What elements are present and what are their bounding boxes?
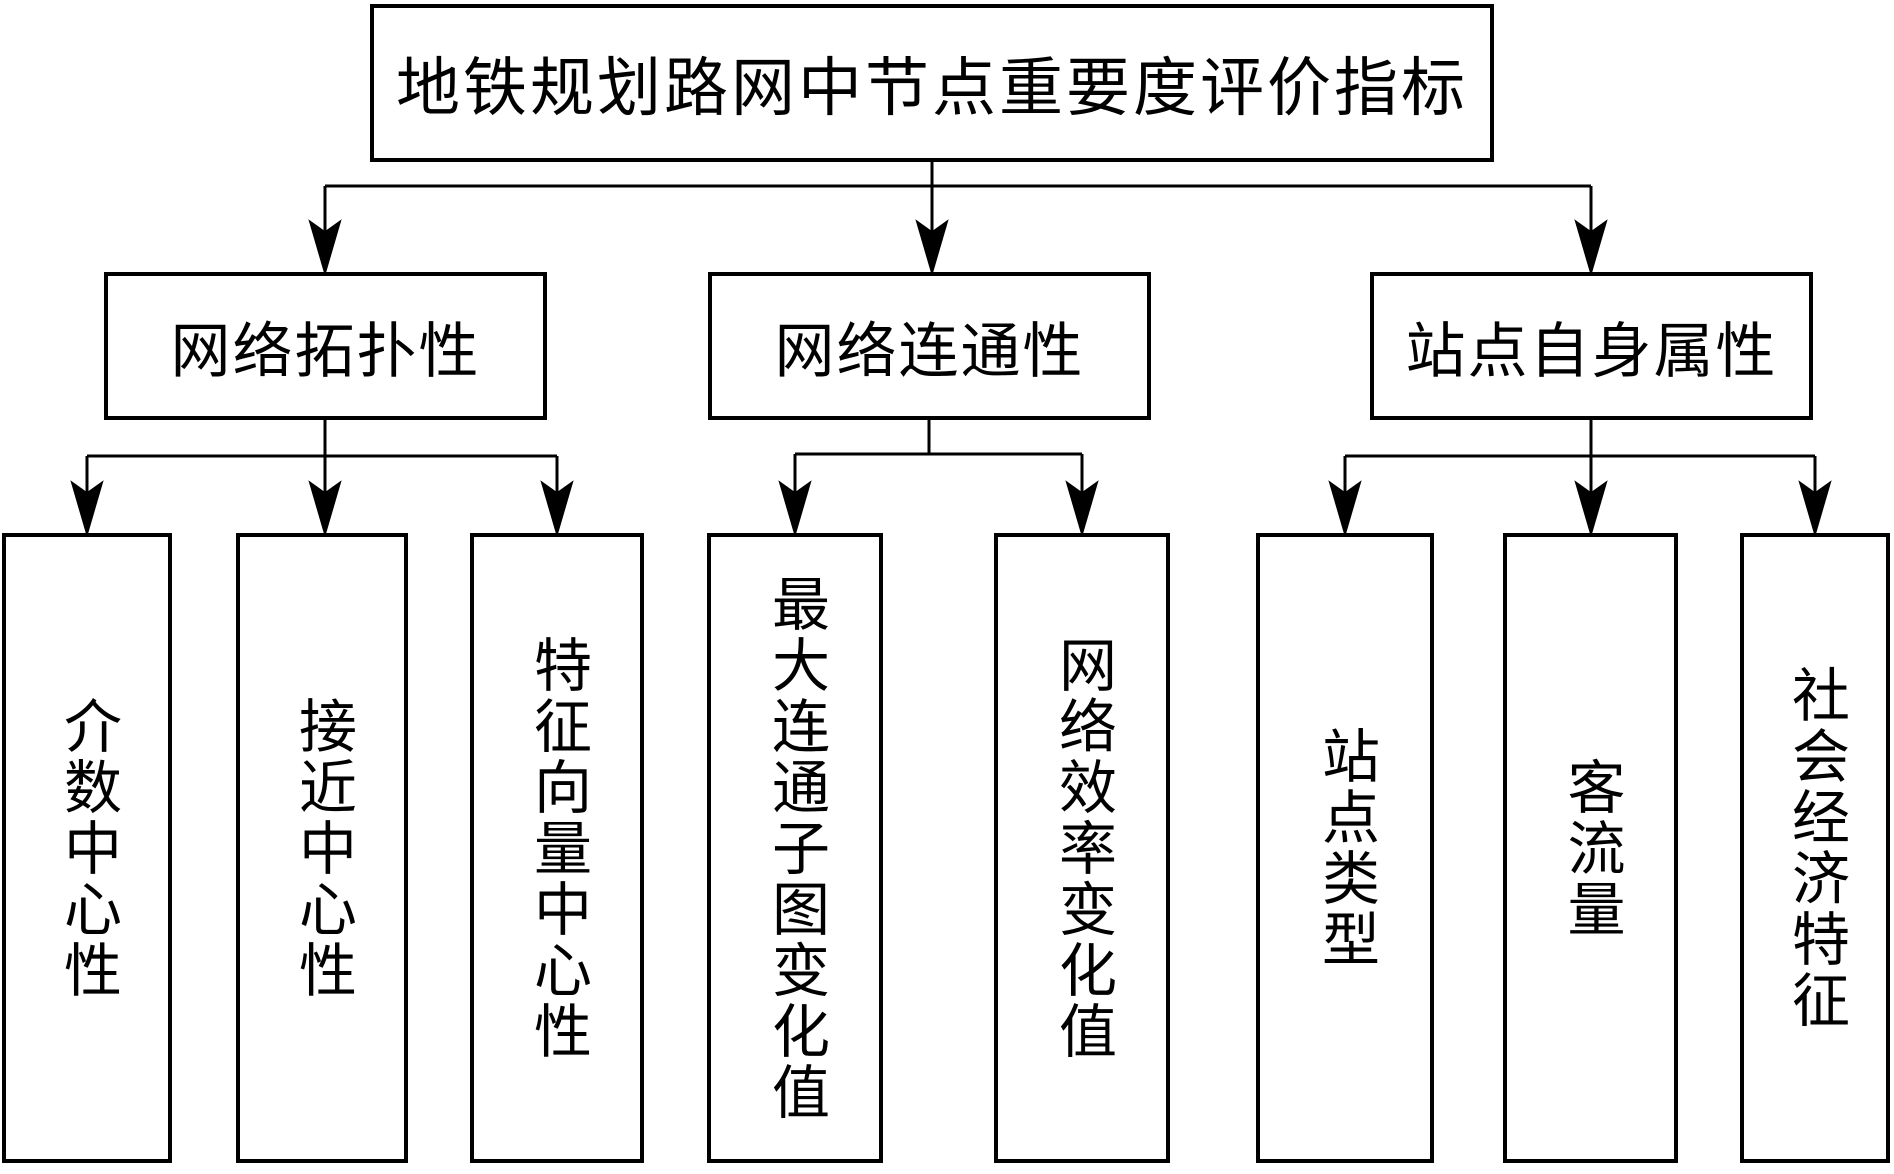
branch-node-network-topology: 网络拓扑性 bbox=[104, 272, 547, 420]
leaf-node-label: 站点类型 bbox=[1313, 726, 1378, 970]
branch-node-station-attributes: 站点自身属性 bbox=[1370, 272, 1813, 420]
branch-node-label: 网络连通性 bbox=[774, 318, 1085, 385]
leaf-node-closeness-centrality: 接近中心性 bbox=[236, 533, 408, 1163]
leaf-node-label: 最大连通子图变化值 bbox=[763, 573, 828, 1123]
root-node-label: 地铁规划路网中节点重要度评价指标 bbox=[396, 53, 1468, 124]
root-node-title: 地铁规划路网中节点重要度评价指标 bbox=[370, 4, 1494, 162]
leaf-node-station-type: 站点类型 bbox=[1256, 533, 1434, 1163]
leaf-node-eigenvector-centrality: 特征向量中心性 bbox=[470, 533, 644, 1163]
leaf-node-label: 接近中心性 bbox=[290, 695, 355, 1001]
branch-node-label: 站点自身属性 bbox=[1405, 318, 1778, 385]
leaf-node-label: 网络效率变化值 bbox=[1050, 634, 1115, 1062]
leaf-node-label: 客流量 bbox=[1558, 756, 1624, 940]
leaf-node-passenger-flow: 客流量 bbox=[1503, 533, 1678, 1163]
branch-node-network-connectivity: 网络连通性 bbox=[708, 272, 1151, 420]
leaf-node-socioeconomic-characteristics: 社会经济特征 bbox=[1740, 533, 1890, 1163]
leaf-node-network-efficiency-change: 网络效率变化值 bbox=[994, 533, 1170, 1163]
branch-node-label: 网络拓扑性 bbox=[170, 318, 481, 385]
leaf-node-label: 社会经济特征 bbox=[1783, 665, 1848, 1031]
leaf-node-label: 特征向量中心性 bbox=[525, 634, 590, 1062]
leaf-node-largest-connected-subgraph-change: 最大连通子图变化值 bbox=[707, 533, 883, 1163]
leaf-node-betweenness-centrality: 介数中心性 bbox=[2, 533, 172, 1163]
leaf-node-label: 介数中心性 bbox=[55, 695, 120, 1001]
